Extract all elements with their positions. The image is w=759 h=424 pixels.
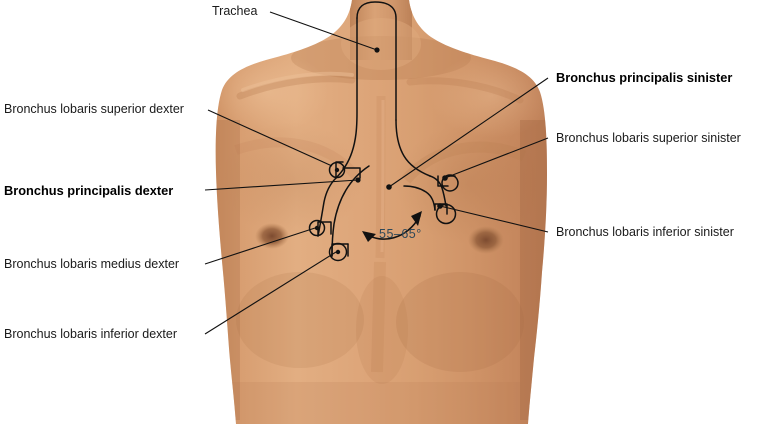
leader-lobaris-inferior-sinister [439, 205, 549, 233]
label-trachea: Trachea [212, 4, 258, 18]
bronchus-principalis-sinister-outline [403, 175, 447, 211]
label-bifurcation-angle: 55–65° [379, 227, 422, 241]
label-bronchus-lobaris-medius-dexter: Bronchus lobaris medius dexter [4, 257, 180, 271]
bronchus-lobaris-superior-dexter-outline [328, 161, 361, 179]
bronchus-lobaris-inferior-dexter-outline [328, 242, 349, 262]
leader-endpoint-dots [314, 47, 448, 255]
bronchus-principalis-dexter-outline [317, 165, 370, 257]
label-bronchus-principalis-dexter: Bronchus principalis dexter [4, 183, 174, 198]
leader-trachea [269, 11, 378, 51]
label-bronchus-lobaris-superior-sinister: Bronchus lobaris superior sinister [556, 131, 741, 145]
leader-lobaris-superior-sinister [444, 137, 549, 179]
label-bronchus-principalis-sinister: Bronchus principalis sinister [556, 70, 733, 85]
leader-principalis-sinister [388, 77, 549, 188]
leader-lobaris-medius-dexter [204, 227, 316, 265]
label-bronchus-lobaris-inferior-dexter: Bronchus lobaris inferior dexter [4, 327, 177, 341]
label-bronchus-lobaris-superior-dexter: Bronchus lobaris superior dexter [4, 102, 184, 116]
label-bronchus-lobaris-inferior-sinister: Bronchus lobaris inferior sinister [556, 225, 734, 239]
leader-lobaris-inferior-dexter [204, 251, 337, 335]
leader-lines [204, 11, 549, 335]
angle-arrowheads [362, 211, 422, 242]
torso-body [215, 0, 547, 424]
trachea-outline [335, 1, 431, 179]
leader-lobaris-superior-dexter [207, 109, 333, 167]
leader-principalis-dexter [204, 179, 359, 191]
